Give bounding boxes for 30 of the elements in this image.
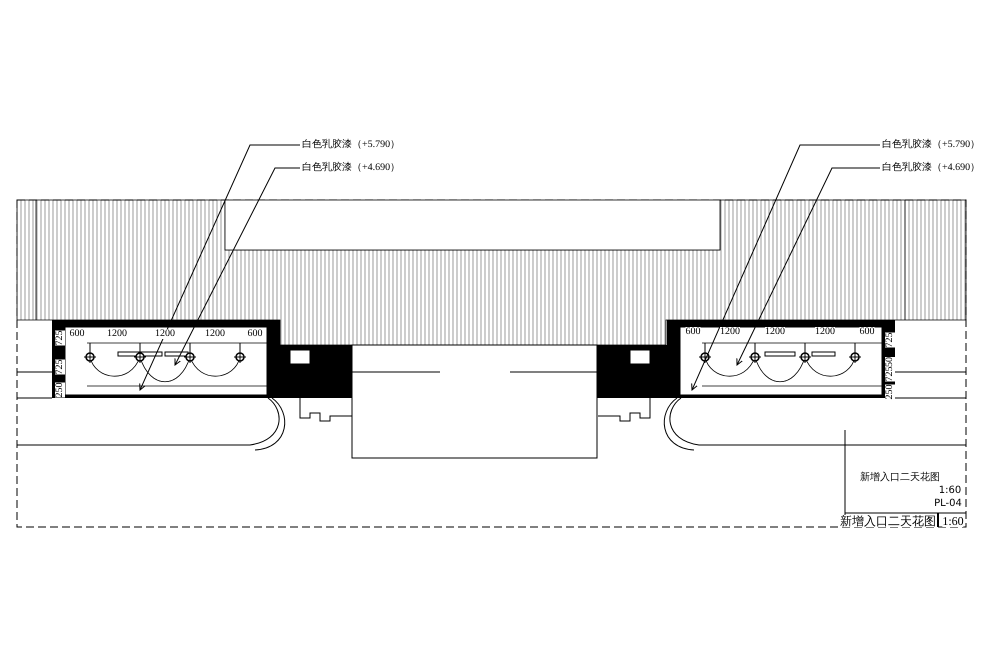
dimension-text: 1200 bbox=[720, 327, 740, 337]
title-text: 1:60 bbox=[938, 486, 962, 496]
dimension-text: 250 bbox=[885, 384, 895, 400]
title-text: PL-04 bbox=[934, 499, 962, 509]
dimension-text: 725 bbox=[55, 360, 65, 374]
dimension-text: 50 bbox=[885, 357, 895, 367]
dimension-text: 725 bbox=[885, 366, 895, 382]
dimension-text: 725 bbox=[885, 332, 895, 348]
leader-line bbox=[174, 168, 300, 366]
dimension-text: 600 bbox=[860, 327, 874, 337]
dimension-text: 1200 bbox=[815, 327, 835, 337]
callout-text: 白色乳胶漆（+4.690） bbox=[880, 161, 980, 175]
callout-text: 白色乳胶漆（+4.690） bbox=[300, 161, 400, 175]
title-text: 新增入口二天花图 bbox=[840, 515, 936, 527]
dimension-text: 1200 bbox=[107, 329, 127, 339]
leader-line bbox=[691, 144, 880, 390]
dimension-text: 1200 bbox=[765, 327, 785, 337]
dimension-text: 250 bbox=[55, 382, 65, 398]
dimension-text: 600 bbox=[686, 327, 700, 337]
title-text: 1:60 bbox=[942, 515, 964, 527]
dimension-text: 725 bbox=[55, 330, 65, 346]
leader-line bbox=[139, 144, 300, 390]
dimension-text: 600 bbox=[248, 329, 262, 339]
dimension-text: 1200 bbox=[155, 329, 175, 339]
dimension-text: 1200 bbox=[205, 329, 225, 339]
leader-line bbox=[736, 168, 880, 366]
dimension-text: 600 bbox=[70, 329, 84, 339]
callout-text: 白色乳胶漆（+5.790） bbox=[300, 138, 400, 152]
callout-text: 白色乳胶漆（+5.790） bbox=[880, 138, 980, 152]
title-text: 新增入口二天花图 bbox=[860, 473, 940, 483]
